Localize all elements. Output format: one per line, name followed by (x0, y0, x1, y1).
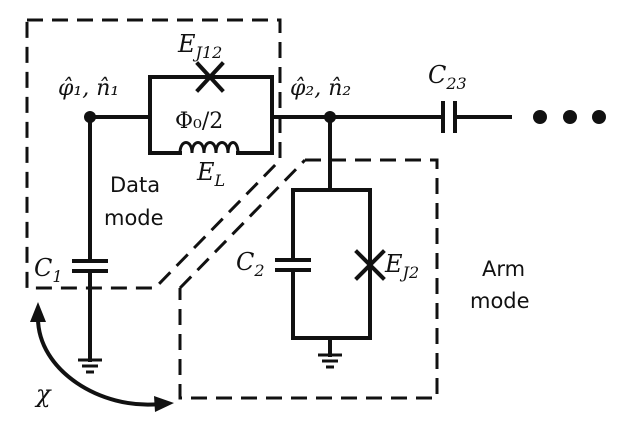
arm-mode-label-line2: mode (470, 289, 530, 313)
c1-label: C1 (34, 254, 63, 286)
ej12-label: EJ12 (177, 30, 222, 62)
el-label: EL (196, 158, 225, 190)
ground-icon-arm (318, 353, 342, 369)
arm-mode-boundary (178, 158, 439, 400)
chi-arrowhead-right (154, 396, 174, 412)
c23-label: C23 (428, 61, 467, 93)
data-mode-label-line2: mode (104, 206, 164, 230)
chi-label: χ (34, 380, 52, 408)
arm-mode-label-line1: Arm (482, 257, 525, 281)
chi-coupling-arrow (35, 315, 163, 407)
josephson-junction-ej12 (195, 61, 225, 93)
data-mode-boundary (25, 18, 282, 290)
node1-label: φ̂₁, n̂₁ (58, 76, 119, 101)
ground-icon (78, 358, 102, 374)
ej2-label: EJ2 (384, 250, 419, 282)
data-mode-label-line1: Data (110, 173, 160, 197)
c2-label: C2 (236, 248, 265, 280)
node2-label: φ̂₂, n̂₂ (290, 76, 351, 101)
flux-label: Φ₀/2 (175, 109, 223, 134)
arm-mode-boundary-diagonal (178, 158, 307, 290)
chi-arrowhead-top (30, 302, 46, 322)
inductor-el (178, 141, 240, 154)
josephson-junction-ej2 (354, 249, 386, 281)
ellipsis-dots (533, 110, 606, 124)
